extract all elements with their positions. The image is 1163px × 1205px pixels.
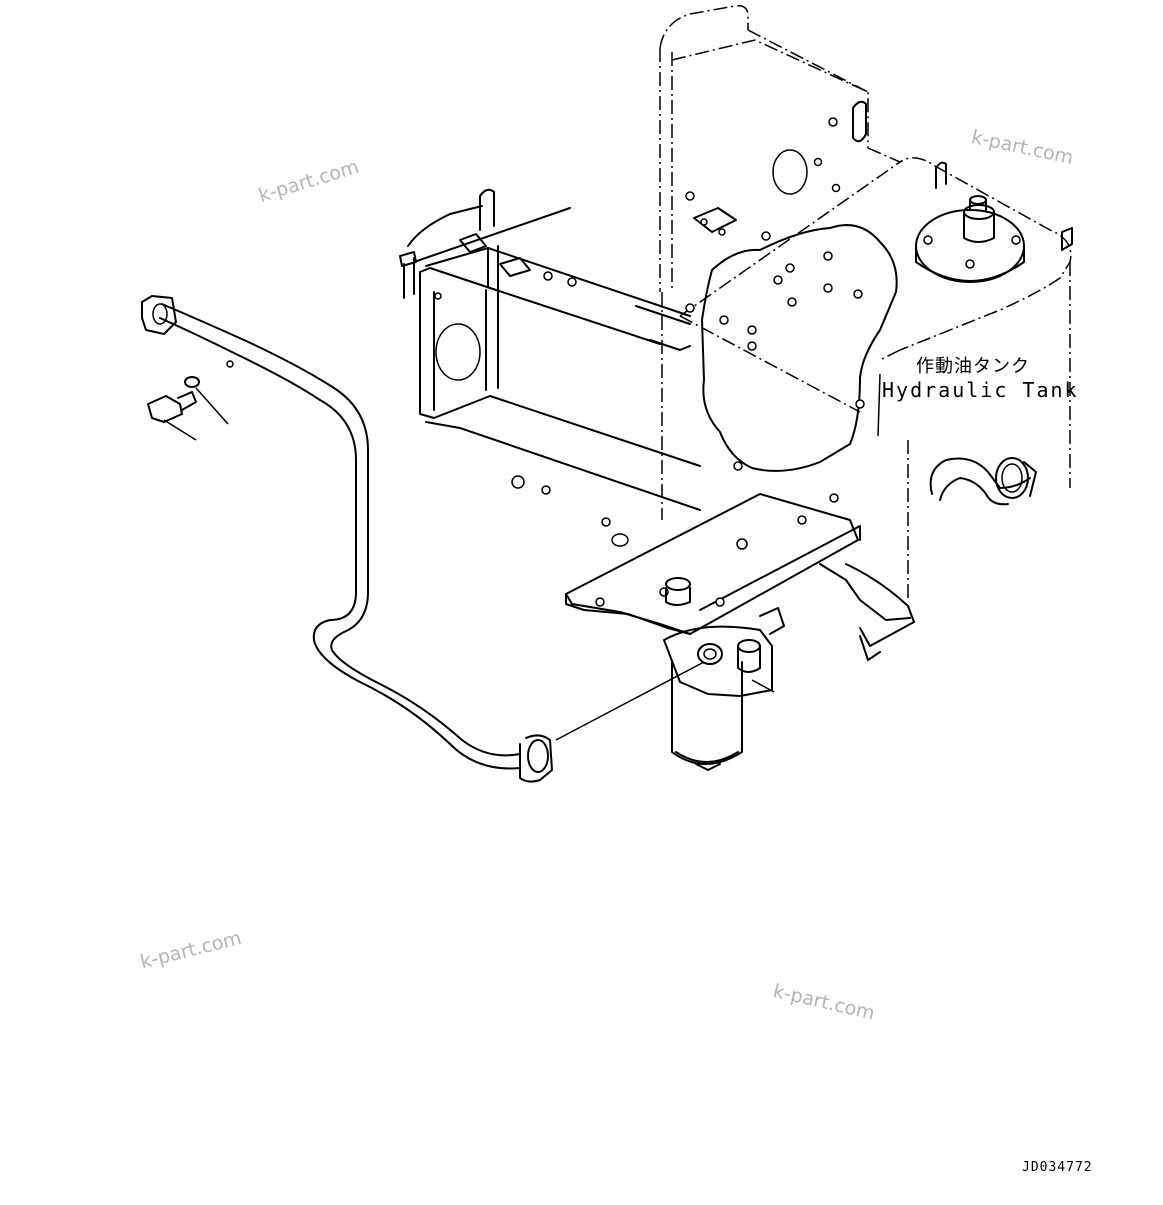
machine-frame [399, 188, 701, 547]
leader-lines [555, 373, 881, 741]
elbow-pipe [929, 457, 1037, 506]
hydraulic-tank-label-jp: 作動油タンク [916, 356, 1030, 377]
hydraulic-tank-outline [659, 4, 1072, 600]
plug-and-oring [147, 376, 229, 441]
tank-filler-cap [915, 195, 1025, 283]
hydraulic-hose [141, 295, 553, 783]
tank-face-details [685, 100, 1073, 313]
drawing-number: JD034772 [1022, 1160, 1093, 1175]
line-filter [663, 607, 785, 771]
lower-bracket [565, 493, 915, 661]
tank-mounting-plate [701, 224, 898, 472]
hydraulic-tank-label-en: Hydraulic Tank [882, 378, 1079, 402]
